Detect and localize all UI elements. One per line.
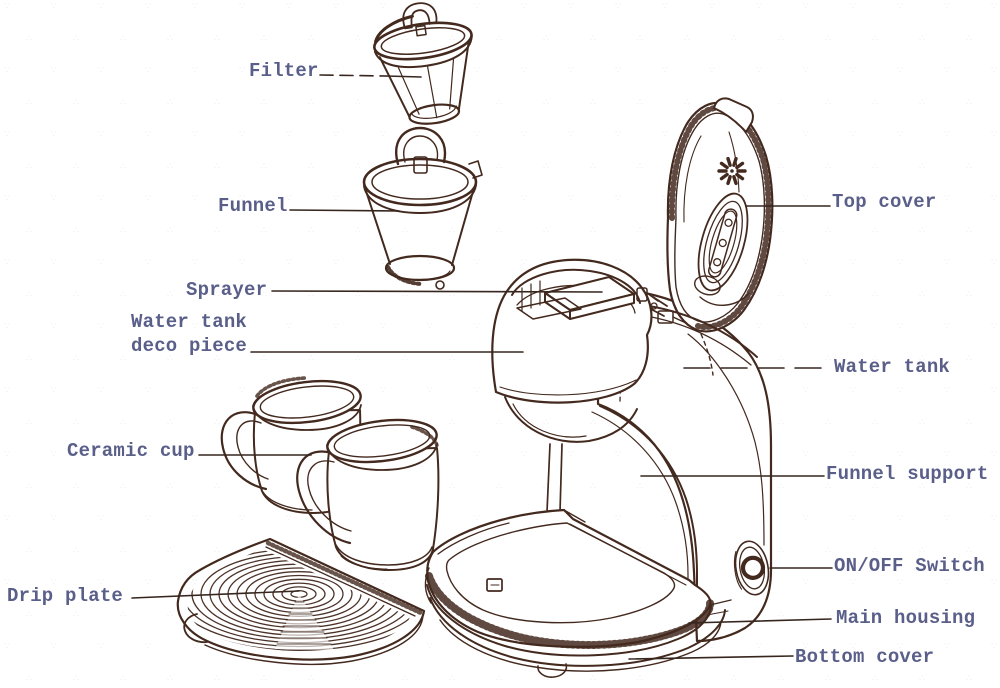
main-housing-leader-line <box>688 618 832 624</box>
sprayer-leader-line <box>271 290 603 293</box>
label-sprayer: Sprayer <box>186 279 268 301</box>
label-drip-plate: Drip plate <box>7 585 124 607</box>
main-housing-base-drawing <box>424 508 732 678</box>
label-filter: Filter <box>249 60 319 82</box>
label-on-off-switch: ON/OFF Switch <box>834 555 985 577</box>
leader-lines <box>131 74 833 660</box>
lid-recess <box>693 192 749 296</box>
filter-leader-line-solid <box>385 75 422 78</box>
brew-head-drawing <box>504 396 638 513</box>
filter-leader-line <box>319 74 387 77</box>
top-cover-drawing <box>645 97 774 366</box>
ceramic-cups-drawing <box>220 376 440 571</box>
label-water-tank-deco-piece: Water tank deco piece <box>131 311 247 359</box>
label-water-tank-deco-line2: deco piece <box>131 334 248 357</box>
label-funnel: Funnel <box>218 195 288 217</box>
drip-plate-leader-line <box>131 590 300 599</box>
on-off-switch-drawing <box>733 540 770 596</box>
funnel-drawing <box>362 126 483 290</box>
filter-drawing <box>373 2 473 125</box>
lid-flower-badge <box>717 156 747 186</box>
sprayer-drawing <box>516 276 659 320</box>
label-water-tank: Water tank <box>834 356 951 378</box>
label-water-tank-deco-line1: Water tank <box>131 311 248 333</box>
label-ceramic-cup: Ceramic cup <box>67 440 195 462</box>
label-main-housing: Main housing <box>836 607 976 629</box>
label-top-cover: Top cover <box>832 191 937 213</box>
label-funnel-support: Funnel support <box>826 463 989 485</box>
bottom-cover-leader-line <box>628 655 794 660</box>
label-bottom-cover: Bottom cover <box>795 646 935 668</box>
water-tank-column-drawing <box>591 290 773 643</box>
water-tank-deco-piece-drawing <box>491 258 653 404</box>
funnel-leader-line <box>289 209 400 212</box>
